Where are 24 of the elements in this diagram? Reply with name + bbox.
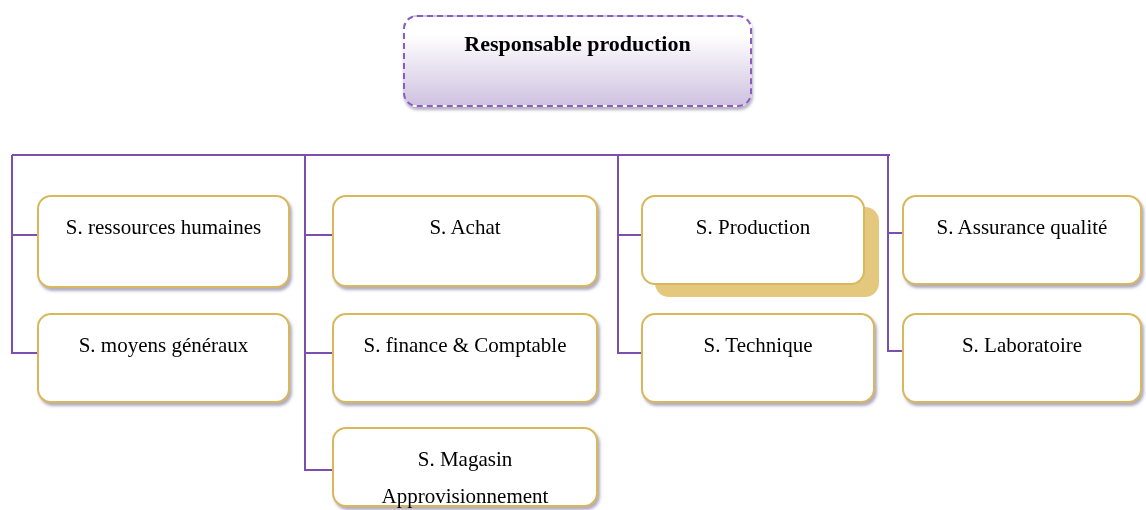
department-box [902, 313, 1142, 403]
connector-line [11, 154, 38, 354]
box-label: S. moyens généraux [78, 332, 249, 359]
connector-line [11, 154, 891, 156]
box-label: S. Assurance qualité [936, 214, 1108, 241]
heading-text: Responsable production [464, 31, 691, 57]
department-box [37, 195, 290, 288]
department-box [332, 427, 598, 507]
department-box [641, 313, 875, 403]
box-label: S. Technique [703, 332, 813, 359]
department-box [332, 313, 598, 403]
box-label: S. finance & Comptable [363, 332, 567, 359]
department-box [902, 195, 1142, 285]
box-label: S. Production [695, 214, 811, 241]
manager-box [403, 15, 752, 107]
connector-line [887, 154, 903, 352]
box-label: S. Laboratoire [961, 332, 1083, 359]
box-label: S. Achat [429, 214, 501, 241]
department-box [37, 313, 290, 403]
box-label: S. ressources humaines [65, 214, 262, 241]
box-label: S. Magasin Approvisionnement [380, 446, 550, 510]
connector-line [304, 154, 333, 471]
connector-line [617, 154, 642, 354]
department-box [332, 195, 598, 287]
